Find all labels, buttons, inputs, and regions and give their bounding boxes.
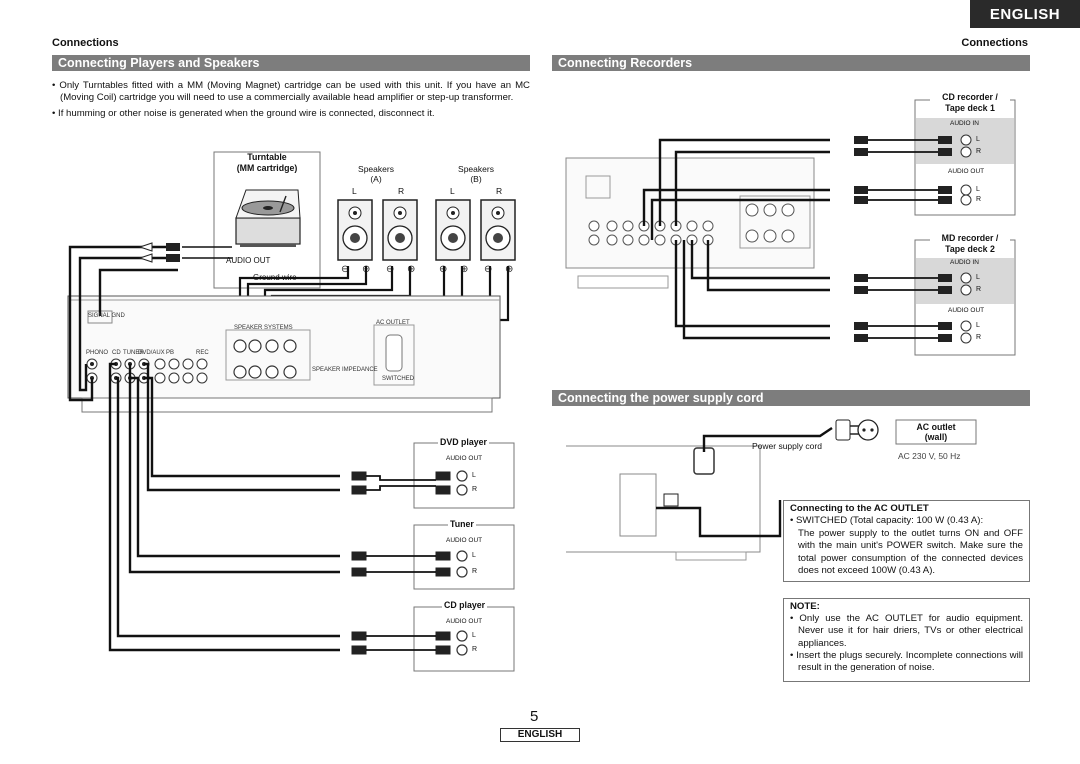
amp-tuner-label: TUNER	[123, 350, 144, 356]
cd-recorder-title: CD recorder / Tape deck 1	[930, 92, 1010, 114]
svg-text:⊕: ⊕	[407, 264, 415, 275]
intro-bullets: • Only Turntables fitted with a MM (Movi…	[52, 80, 530, 123]
dvd-player-title: DVD player	[438, 437, 489, 447]
jack-r-label: R	[472, 486, 478, 493]
recorder-rear-panel	[565, 157, 815, 289]
svg-text:⊕: ⊕	[505, 264, 513, 275]
speakers-b-label: Speakers (B)	[458, 164, 494, 184]
page-number: 5	[530, 708, 539, 725]
jack-l-label: L	[976, 136, 980, 143]
amp-speaker-systems-label: SPEAKER SYSTEMS	[234, 325, 293, 331]
wall-outlet-icon	[857, 419, 879, 441]
cd-player-title: CD player	[442, 600, 488, 610]
section-title-players-speakers: Connecting Players and Speakers	[52, 55, 530, 71]
note-title: NOTE:	[790, 601, 820, 612]
cd-recorder-audio-out: AUDIO OUT	[948, 168, 985, 175]
note-bullet: • Insert the plugs securely. Incomplete …	[790, 649, 1023, 674]
jack-r-label: R	[976, 334, 982, 341]
cd-recorder-audio-in: AUDIO IN	[950, 120, 979, 127]
speakers-a-label: Speakers (A)	[358, 164, 394, 184]
speaker-r-label: R	[398, 186, 405, 196]
jack-l-label: L	[976, 322, 980, 329]
md-recorder-audio-in: AUDIO IN	[950, 259, 979, 266]
ac-outlet-info-title: Connecting to the AC OUTLET	[790, 503, 929, 514]
svg-text:⊖: ⊖	[386, 264, 394, 275]
section-header-right: Connections	[961, 37, 1028, 49]
amp-ac-outlet-label: AC OUTLET	[376, 320, 410, 326]
intro-bullet: • Only Turntables fitted with a MM (Movi…	[52, 80, 530, 104]
speaker-l-label: L	[450, 186, 455, 196]
amp-speaker-impedance-label: SPEAKER IMPEDANCE	[312, 367, 378, 373]
ac-outlet-info-body: The power supply to the outlet turns ON …	[798, 527, 1023, 577]
cd-audio-out: AUDIO OUT	[446, 618, 483, 625]
jack-r-label: R	[976, 286, 982, 293]
tuner-title: Tuner	[448, 519, 476, 529]
amp-dvd-aux-label: DVD/AUX	[138, 350, 165, 356]
turntable-title: Turntable (MM cartridge)	[236, 152, 298, 173]
svg-text:⊕: ⊕	[460, 264, 468, 275]
md-recorder-audio-out: AUDIO OUT	[948, 307, 985, 314]
rca-cable-set	[351, 471, 451, 655]
jack-r-label: R	[976, 148, 982, 155]
rca-plug-icon	[138, 242, 180, 263]
jack-l-label: L	[976, 274, 980, 281]
note-bullet: • Only use the AC OUTLET for audio equip…	[790, 613, 1023, 649]
intro-bullet: • If humming or other noise is generated…	[52, 107, 435, 119]
note-box: NOTE: • Only use the AC OUTLET for audio…	[783, 598, 1030, 682]
ac-voltage-label: AC 230 V, 50 Hz	[898, 451, 961, 461]
section-title-recorders: Connecting Recorders	[552, 55, 1030, 71]
section-title-power-cord: Connecting the power supply cord	[552, 390, 1030, 406]
dvd-audio-out: AUDIO OUT	[446, 455, 483, 462]
amp-rec-label: REC	[196, 350, 209, 356]
amp-signal-gnd-label: SIGNAL GND	[88, 313, 125, 319]
jack-l-label: L	[472, 472, 476, 479]
speaker-r-label: R	[496, 186, 503, 196]
jack-r-label: R	[976, 196, 982, 203]
amp-cd-label: CD	[112, 350, 121, 356]
speaker-l-label: L	[352, 186, 357, 196]
speaker-icon	[337, 199, 373, 261]
power-supply-cord-label: Power supply cord	[752, 441, 822, 451]
speaker-icon	[382, 199, 418, 261]
section-header-left: Connections	[52, 37, 119, 49]
svg-text:⊖: ⊖	[341, 264, 349, 275]
amp-pb-label: PB	[166, 350, 175, 356]
ac-outlet-info-box: Connecting to the AC OUTLET • SWITCHED (…	[783, 500, 1030, 582]
amp-switched-label: SWITCHED	[382, 376, 414, 382]
jack-r-label: R	[472, 568, 478, 575]
turntable-icon	[235, 189, 301, 247]
ground-wire-label: Ground wire	[253, 273, 297, 282]
amp-phono-label: PHONO	[86, 350, 109, 356]
jack-l-label: L	[976, 186, 980, 193]
turntable-box	[213, 151, 321, 289]
ac-outlet-info-line: • SWITCHED (Total capacity: 100 W (0.43 …	[790, 515, 984, 527]
language-tab: ENGLISH	[970, 0, 1080, 28]
power-cord-diagram	[566, 419, 977, 561]
ac-outlet-wall-label: AC outlet (wall)	[916, 422, 956, 442]
jack-l-label: L	[472, 632, 476, 639]
speaker-icon	[480, 199, 516, 261]
jack-l-label: L	[472, 552, 476, 559]
md-recorder-title: MD recorder / Tape deck 2	[930, 233, 1010, 255]
jack-r-label: R	[472, 646, 478, 653]
speaker-icon	[435, 199, 471, 261]
tuner-audio-out: AUDIO OUT	[446, 537, 483, 544]
turntable-audio-out: AUDIO OUT	[226, 256, 271, 265]
footer-language: ENGLISH	[500, 728, 580, 742]
svg-text:⊖: ⊖	[484, 264, 492, 275]
